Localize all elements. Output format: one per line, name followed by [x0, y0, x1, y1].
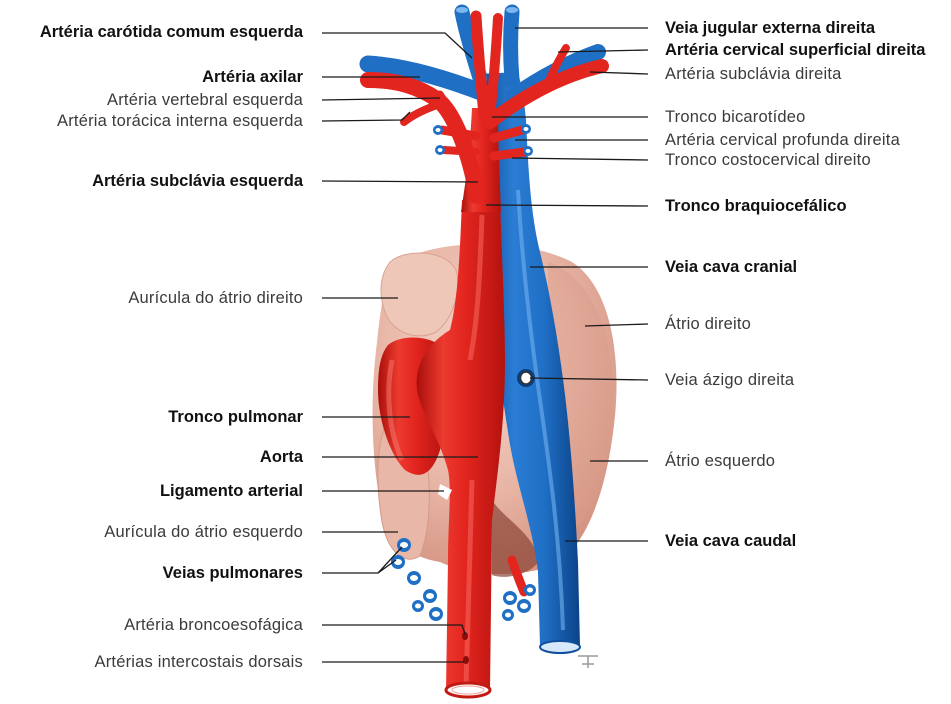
left-cervical-stub	[442, 130, 476, 136]
lumen	[415, 604, 421, 609]
artist-signature	[578, 656, 598, 668]
label-arteria-cervical-superficial-direita: Artéria cervical superficial direita	[665, 40, 925, 60]
label-aorta: Aorta	[260, 447, 303, 467]
jugular-end	[506, 7, 518, 13]
label-arteria-vertebral-esquerda: Artéria vertebral esquerda	[107, 90, 303, 110]
lumen	[527, 588, 533, 593]
label-auricula-atrio-direito: Aurícula do átrio direito	[128, 288, 303, 308]
label-auricula-atrio-esquerdo: Aurícula do átrio esquerdo	[104, 522, 303, 542]
stub-lumen	[526, 149, 531, 153]
aorta-cut-end	[446, 683, 490, 697]
label-arteria-carotida-comum-esquerda: Artéria carótida comum esquerda	[40, 22, 303, 42]
leader-line	[322, 112, 410, 121]
leader-line	[322, 547, 402, 573]
left-subclavian-artery	[368, 80, 477, 196]
lumen	[520, 603, 528, 609]
label-veia-jugular-externa-direita: Veia jugular externa direita	[665, 18, 875, 38]
leader-line	[322, 33, 472, 58]
label-veia-azigo-direita: Veia ázigo direita	[665, 370, 794, 390]
label-tronco-costocervical-direito: Tronco costocervical direito	[665, 150, 871, 170]
label-arteria-subclavia-direita: Artéria subclávia direita	[665, 64, 842, 84]
stub-lumen	[524, 127, 529, 131]
label-tronco-braquiocefalico: Tronco braquiocefálico	[665, 196, 847, 216]
label-ligamento-arterial: Ligamento arterial	[160, 481, 303, 501]
label-arteria-subclavia-esquerda: Artéria subclávia esquerda	[92, 171, 303, 191]
label-arterias-intercostais-dorsais: Artérias intercostais dorsais	[95, 652, 303, 672]
leader-line	[322, 181, 478, 182]
vena-cava-caudal-end	[540, 641, 580, 653]
stub-lumen	[436, 128, 441, 132]
right-external-jugular-vein	[511, 12, 513, 80]
lumen	[432, 611, 440, 617]
label-arteria-toracica-interna-esquerda: Artéria torácica interna esquerda	[57, 111, 303, 131]
label-veia-cava-cranial: Veia cava cranial	[665, 257, 797, 277]
label-atrio-direito: Átrio direito	[665, 314, 751, 334]
label-tronco-bicarotideo: Tronco bicarotídeo	[665, 107, 806, 127]
lumen	[410, 575, 418, 581]
azygos-lumen	[521, 372, 532, 384]
lumen	[506, 595, 514, 601]
label-arteria-broncoesofagica: Artéria broncoesofágica	[124, 615, 303, 635]
left-common-carotid-artery	[476, 16, 484, 116]
left-costocervical-stub	[444, 150, 476, 152]
label-veia-cava-caudal: Veia cava caudal	[665, 531, 796, 551]
lumen	[426, 593, 434, 599]
leader-line	[512, 158, 648, 160]
leader-line	[322, 625, 465, 634]
label-tronco-pulmonar: Tronco pulmonar	[168, 407, 303, 427]
lumen	[505, 613, 511, 618]
jugular-end	[456, 7, 468, 13]
label-veias-pulmonares: Veias pulmonares	[163, 563, 303, 583]
dorsal-intercostal-artery-origin	[463, 656, 469, 664]
label-atrio-esquerdo: Átrio esquerdo	[665, 451, 775, 471]
label-arteria-axilar: Artéria axilar	[202, 67, 303, 87]
stub-lumen	[438, 148, 443, 152]
costocervical-trunk-stub	[494, 152, 524, 156]
label-arteria-cervical-profunda-direita: Artéria cervical profunda direita	[665, 130, 900, 150]
